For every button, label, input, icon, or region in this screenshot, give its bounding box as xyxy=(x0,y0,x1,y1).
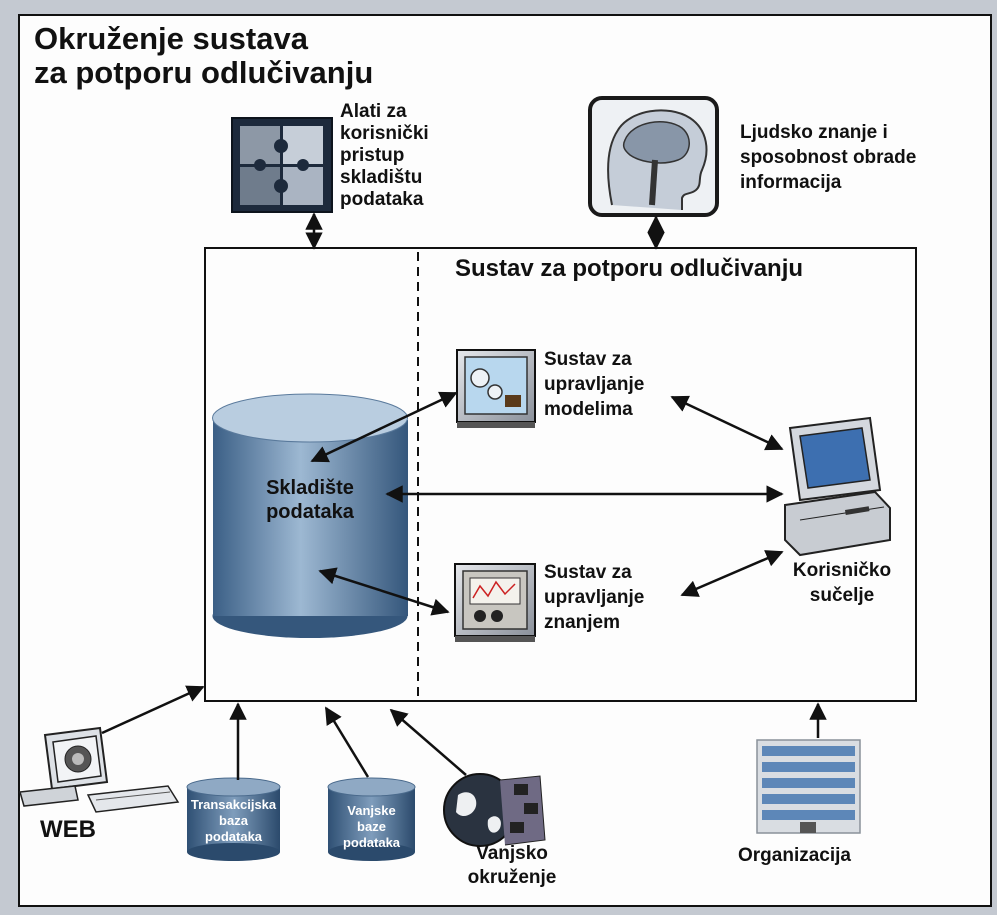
head-brain-icon xyxy=(588,96,719,217)
environment-title-line1: Okruženje sustava xyxy=(34,21,308,56)
human-label-line2: sposobnost obrade xyxy=(740,147,917,168)
tools-label-line5: podataka xyxy=(340,189,424,210)
safe-gears-icon xyxy=(456,349,536,428)
puzzle-icon xyxy=(231,117,333,213)
tools-label-line1: Alati za xyxy=(340,101,407,122)
tools-label-line3: pristup xyxy=(340,145,405,166)
connection-arrows xyxy=(101,212,827,780)
transactional-db-label-line2: baza xyxy=(219,813,248,828)
globe-network-icon xyxy=(443,773,546,847)
knowledge-mgmt-label-line3: znanjem xyxy=(544,612,621,633)
human-label-line1: Ljudsko znanje i xyxy=(740,122,888,143)
arrow-warehouse-model xyxy=(310,391,458,463)
tools-label-line2: korisnički xyxy=(340,123,429,144)
model-mgmt-label-line1: Sustav za xyxy=(544,349,632,370)
user-interface-label-line1: Korisničko xyxy=(792,560,892,581)
web-label: WEB xyxy=(40,816,96,843)
building-icon xyxy=(756,739,861,834)
computer-icon xyxy=(784,416,891,557)
environment-title-line2: za potporu odlučivanju xyxy=(34,55,374,90)
environment-title: Okruženje sustava za potporu odlučivanju xyxy=(34,22,373,90)
transactional-db-label-line1: Transakcijska xyxy=(190,797,277,812)
model-mgmt-label-line3: modelima xyxy=(544,399,633,420)
human-label-line3: informacija xyxy=(740,172,842,193)
knowledge-mgmt-label-line1: Sustav za xyxy=(544,562,632,583)
dss-boundary xyxy=(204,247,917,702)
arrow-external-db-dss xyxy=(324,706,370,778)
arrow-model-ui xyxy=(670,395,784,451)
tools-label-line4: skladištu xyxy=(340,167,423,188)
knowledge-mgmt-label-line2: upravljanje xyxy=(544,587,645,608)
organization-label: Organizacija xyxy=(738,845,851,866)
arrow-warehouse-knowledge xyxy=(318,567,450,616)
arrow-external-env-dss xyxy=(389,708,467,776)
warehouse-label-line1: Skladište xyxy=(266,477,354,499)
knowledge-mgmt-label: Sustav za upravljanje znanjem xyxy=(544,560,644,635)
external-db-label-line1: Vanjske xyxy=(347,803,396,818)
dss-title: Sustav za potporu odlučivanju xyxy=(455,255,804,282)
external-env-label: Vanjsko okruženje xyxy=(462,842,562,890)
web-computer-icon xyxy=(19,726,180,813)
human-label: Ljudsko znanje i sposobnost obrade infor… xyxy=(740,120,916,195)
model-mgmt-label-line2: upravljanje xyxy=(544,374,645,395)
external-db-cylinder xyxy=(327,777,416,861)
external-db-label-line3: podataka xyxy=(342,835,401,850)
external-db-label: Vanjske baze podataka xyxy=(328,803,415,851)
model-mgmt-label: Sustav za upravljanje modelima xyxy=(544,347,644,422)
warehouse-label-line2: podataka xyxy=(266,501,354,523)
user-interface-label-line2: sučelje xyxy=(809,585,875,606)
external-env-label-line2: okruženje xyxy=(467,867,557,888)
warehouse-label: Skladište podataka xyxy=(248,476,372,524)
transactional-db-cylinder xyxy=(186,777,281,861)
tools-label: Alati za korisnički pristup skladištu po… xyxy=(340,101,429,211)
transactional-db-label-line3: podataka xyxy=(204,829,263,844)
arrow-web-dss xyxy=(101,685,205,735)
user-interface-label: Korisničko sučelje xyxy=(782,558,902,608)
transactional-db-label: Transakcijska baza podataka xyxy=(187,797,280,845)
external-env-label-line1: Vanjsko xyxy=(476,843,548,864)
external-db-label-line2: baze xyxy=(357,819,386,834)
safe-gauge-icon xyxy=(454,563,536,642)
arrow-knowledge-ui xyxy=(680,550,784,597)
